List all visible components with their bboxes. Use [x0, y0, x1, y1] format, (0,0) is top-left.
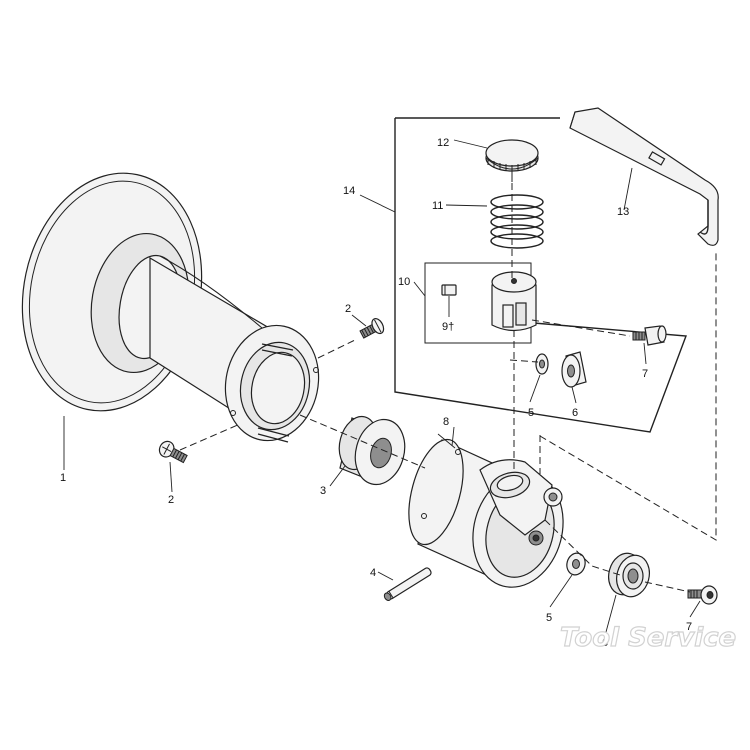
- part-6-roller-upper: [561, 351, 587, 388]
- part-11-spring: [490, 194, 544, 249]
- watermark: Tool Service: [560, 623, 736, 653]
- part-12-knob: [485, 139, 539, 182]
- part-7-cap-screw-upper: [632, 325, 667, 346]
- callout-2-lower: 2: [168, 494, 174, 506]
- part-8-cylinder-body: [408, 438, 564, 588]
- part-1-drum-housing: [21, 172, 320, 443]
- callout-3: 3: [320, 485, 326, 497]
- part-14-assembly-outline: [394, 117, 687, 433]
- part-5-washer-upper: [535, 353, 549, 375]
- part-3-bushing: [338, 415, 406, 486]
- part-13-cover-plate: [569, 107, 719, 246]
- callout-14: 14: [343, 185, 355, 197]
- part-2-screw-upper: [359, 318, 385, 339]
- part-2-screw-lower: [158, 440, 188, 464]
- callout-labels: 1 2 2 3 4 5 5 6 6 7 7 8 9† 10 11 12 13 1…: [60, 137, 692, 649]
- part-7-cap-screw-lower: [687, 585, 718, 605]
- assembly-centerlines: [179, 183, 717, 593]
- callout-7-lower: 7: [686, 621, 692, 633]
- callout-5-upper: 5: [528, 407, 534, 419]
- callout-6-upper: 6: [572, 407, 578, 419]
- callout-12: 12: [437, 137, 449, 149]
- part-4-pin: [383, 567, 432, 601]
- callout-2-upper: 2: [345, 303, 351, 315]
- callout-leaders: [63, 139, 701, 633]
- part-10-housing-block: [491, 271, 537, 332]
- callout-8: 8: [443, 416, 449, 428]
- callout-11: 11: [432, 200, 443, 212]
- part-5-washer-lower: [566, 552, 586, 576]
- callout-7-upper: 7: [642, 368, 648, 380]
- part-6-bearing-lower: [608, 552, 650, 598]
- callout-1: 1: [60, 472, 66, 484]
- callout-13: 13: [617, 206, 629, 218]
- callout-5-lower: 5: [546, 612, 552, 624]
- callout-9: 9†: [442, 321, 454, 333]
- part-9-small-pin: [441, 284, 457, 296]
- callout-10: 10: [398, 276, 410, 288]
- callout-4: 4: [370, 567, 376, 579]
- callout-6-lower: 6: [602, 637, 608, 649]
